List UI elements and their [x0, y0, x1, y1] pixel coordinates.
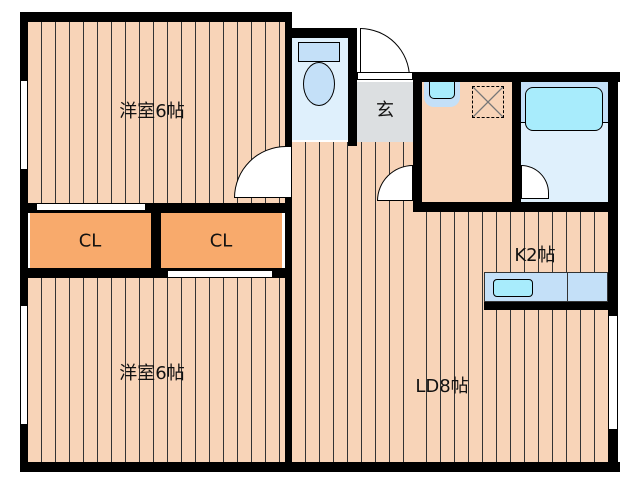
wall — [413, 72, 422, 212]
wall — [413, 202, 618, 212]
closet-2 — [161, 213, 282, 268]
wall — [512, 72, 521, 212]
toilet-bowl-icon — [303, 62, 335, 106]
closet-2-label: CL — [209, 230, 233, 252]
entrance-threshold — [357, 72, 413, 80]
wall — [20, 12, 292, 22]
wall — [20, 462, 620, 472]
washer-space-icon — [472, 86, 504, 118]
living-dining-label: LD8帖 — [415, 376, 469, 397]
wall — [608, 72, 618, 472]
wall — [151, 203, 161, 278]
entrance — [357, 82, 413, 142]
kitchen-label: K2帖 — [514, 245, 556, 266]
closet-1 — [30, 213, 151, 268]
kitchen-counter — [484, 272, 608, 302]
counter-wall — [484, 302, 608, 310]
closet-doors-2[interactable] — [167, 270, 273, 278]
wall — [285, 12, 292, 472]
window — [20, 305, 28, 425]
living-dining-floor — [292, 142, 414, 464]
wall — [348, 28, 357, 146]
closet-1-label: CL — [78, 230, 102, 252]
wall — [287, 28, 357, 38]
kitchen-floor — [413, 210, 609, 464]
toilet-tank-icon — [298, 42, 340, 62]
window — [608, 315, 618, 430]
sink-basin — [424, 82, 460, 107]
window — [20, 80, 28, 170]
entrance-door[interactable] — [360, 28, 410, 78]
wall — [20, 268, 290, 278]
entrance-label: 玄 — [376, 100, 394, 121]
western-room-1-label: 洋室6帖 — [119, 101, 185, 122]
western-room-2-label: 洋室6帖 — [119, 363, 185, 384]
bathtub — [525, 87, 603, 131]
western-room-1 — [28, 22, 286, 204]
western-room-2 — [28, 278, 286, 464]
closet-doors-1[interactable] — [36, 203, 146, 211]
wall — [20, 12, 28, 472]
